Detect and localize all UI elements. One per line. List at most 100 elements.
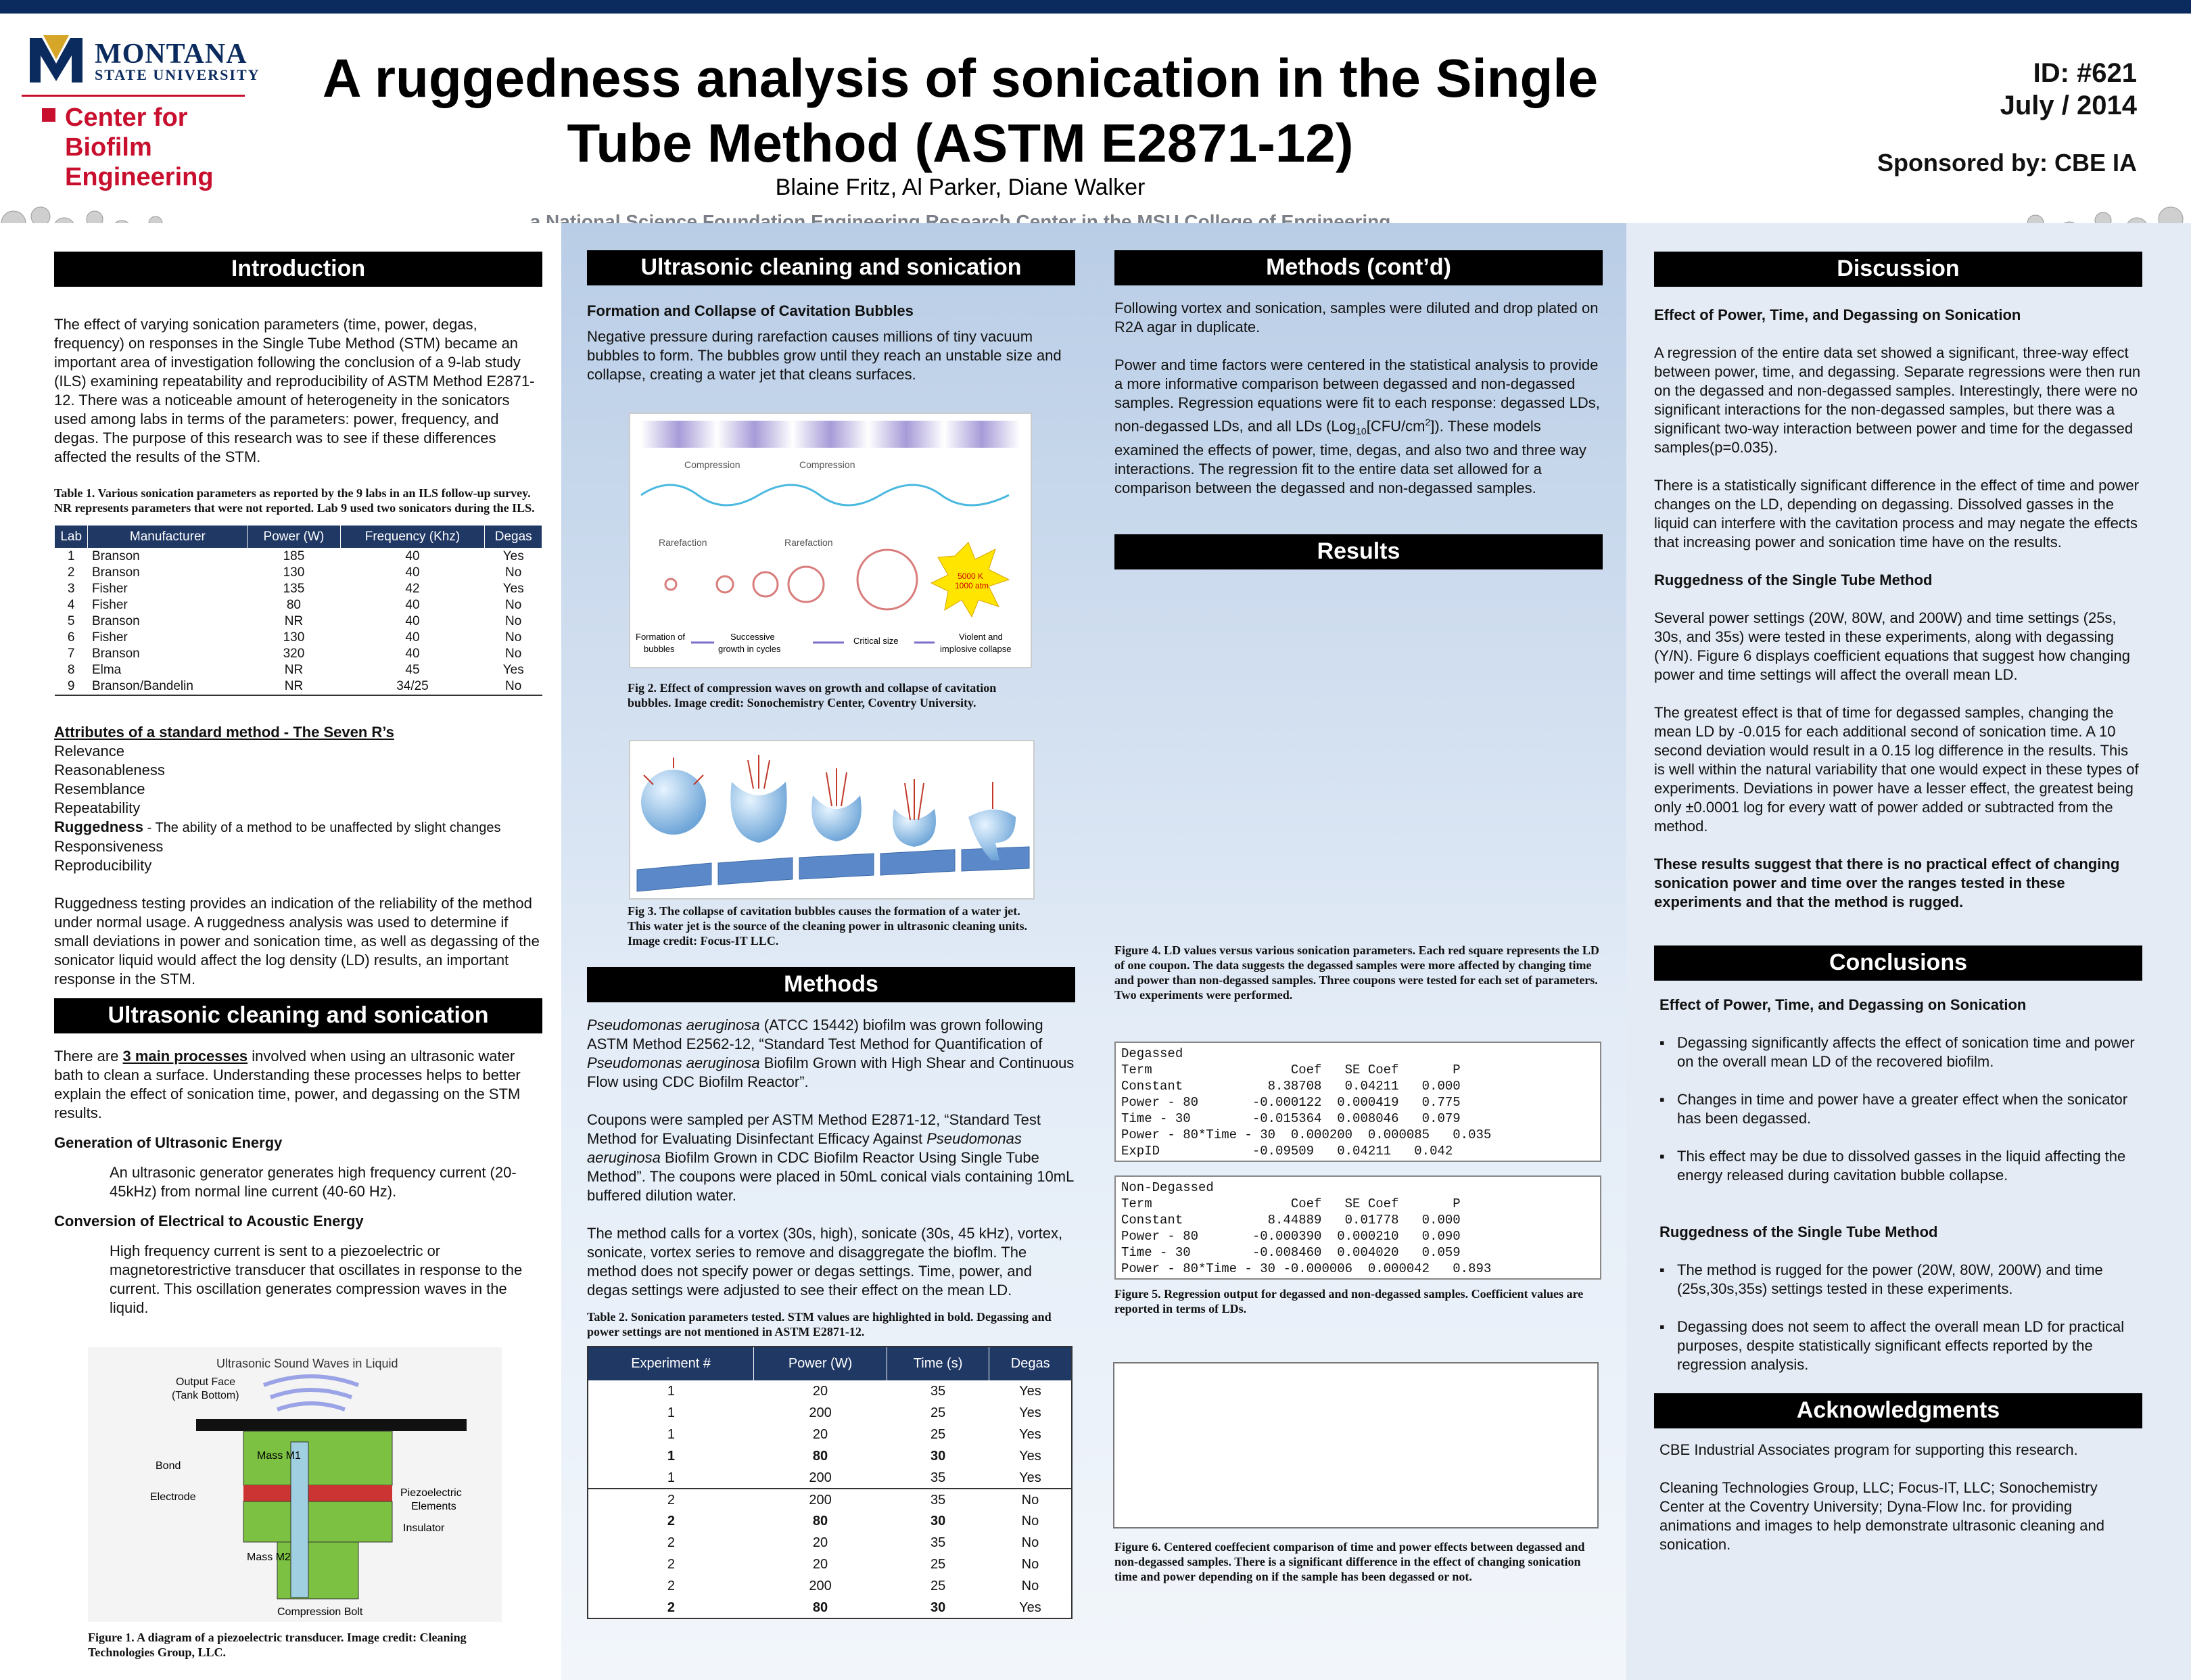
ruggedness-item: Ruggedness - The ability of a method to … xyxy=(54,818,542,837)
table-cell: No xyxy=(1021,1579,1039,1593)
table-cell: 80 xyxy=(812,1514,828,1529)
table1-header: Frequency (Khz) xyxy=(339,525,486,549)
poster-title: A ruggedness analysis of sonication in t… xyxy=(322,48,1599,173)
table-cell: 25 xyxy=(930,1405,946,1420)
seven-rs: Attributes of a standard method - The Se… xyxy=(54,723,542,875)
table-cell: Yes xyxy=(1019,1470,1041,1485)
conclusions-list-2: The method is rugged for the power (20W,… xyxy=(1654,1261,2142,1374)
poster-id: ID: #621 xyxy=(2033,58,2137,88)
table-cell: 1 xyxy=(667,1449,675,1464)
table-cell: 80 xyxy=(286,598,301,612)
table-cell: 2 xyxy=(67,565,75,580)
conclusion-item: The method is rugged for the power (20W,… xyxy=(1654,1261,2142,1299)
table-cell: 30 xyxy=(930,1600,946,1615)
fig2-compression-2: Compression xyxy=(799,459,855,470)
us1-text-emphasis: 3 main processes xyxy=(122,1048,248,1065)
discussion-p1: A regression of the entire data set show… xyxy=(1654,344,2141,456)
poster-date: July / 2014 xyxy=(2000,91,2137,120)
table-cell: 5 xyxy=(67,614,75,628)
table-cell: 40 xyxy=(405,598,420,612)
table-cell: 25 xyxy=(930,1557,946,1572)
column-3: Methods (cont’d) Following vortex and so… xyxy=(1114,250,1603,569)
fig1-output-face: Output Face(Tank Bottom) xyxy=(172,1376,239,1401)
fig1-title: Ultrasonic Sound Waves in Liquid xyxy=(216,1357,398,1370)
ack-p1: CBE Industrial Associates program for su… xyxy=(1659,1441,2078,1458)
conclusion-item: Degassing significantly affects the effe… xyxy=(1654,1033,2142,1071)
table1-caption: Table 1. Various sonication parameters a… xyxy=(54,486,535,515)
methods2-p2-a: Power and time factors were centered in … xyxy=(1114,356,1600,435)
ack-heading: Acknowledgments xyxy=(1654,1393,2142,1428)
column-4: Discussion Effect of Power, Time, and De… xyxy=(1654,252,2142,1554)
table-cell: 25 xyxy=(930,1579,946,1593)
figure-1-transducer: Ultrasonic Sound Waves in Liquid Output … xyxy=(88,1347,502,1622)
table-cell: NR xyxy=(284,614,304,628)
table-cell: 200 xyxy=(809,1579,832,1593)
poster-header: MONTANA STATE UNIVERSITY Center for Biof… xyxy=(0,14,2191,241)
methods-p2-b: Biofilm Grown in CDC Biofilm Reactor Usi… xyxy=(587,1149,1074,1204)
table-cell: Yes xyxy=(1019,1405,1041,1420)
methods2-heading: Methods (cont’d) xyxy=(1114,250,1603,285)
table2-header: Time (s) xyxy=(886,1346,990,1381)
table-cell: 40 xyxy=(405,614,420,628)
table-cell: 20 xyxy=(812,1535,828,1550)
figure-4-plot-area xyxy=(1114,588,1603,940)
us1-heading: Ultrasonic cleaning and sonication xyxy=(54,998,542,1033)
table-cell: 2 xyxy=(667,1579,675,1593)
table-cell: 20 xyxy=(812,1384,828,1399)
table1-header: Degas xyxy=(484,525,542,549)
table-cell: 6 xyxy=(67,630,75,645)
table-cell: No xyxy=(505,598,522,612)
transducer-diagram: Ultrasonic Sound Waves in Liquid Output … xyxy=(150,1357,467,1618)
figure-4-caption: Figure 4. LD values versus various sonic… xyxy=(1114,943,1599,1002)
methods-p3: The method calls for a vortex (30s, high… xyxy=(587,1225,1063,1299)
table-cell: 130 xyxy=(283,565,305,580)
table-cell: No xyxy=(505,630,522,645)
table-cell: 35 xyxy=(930,1470,946,1485)
table-cell: 2 xyxy=(667,1600,675,1615)
table-cell: 4 xyxy=(67,598,75,612)
table-cell: 2 xyxy=(667,1514,675,1529)
table-cell: Branson/Bandelin xyxy=(91,679,193,693)
methods-p1: Pseudomonas aeruginosa (ATCC 15442) biof… xyxy=(587,1016,1075,1092)
methods-p1-a: (ATCC 15442) biofilm was grown following… xyxy=(587,1017,1043,1052)
table2-header: Power (W) xyxy=(753,1346,887,1381)
methods-organism-3: Pseudomonas aeruginosa xyxy=(587,1130,1022,1166)
discussion-sub1: Effect of Power, Time, and Degassing on … xyxy=(1654,306,2021,323)
conclusions-list-1: Degassing significantly affects the effe… xyxy=(1654,1033,2142,1185)
seven-rs-title: Attributes of a standard method - The Se… xyxy=(54,724,394,741)
table-cell: 135 xyxy=(283,582,305,596)
methods-organism: Pseudomonas aeruginosa xyxy=(587,1017,760,1033)
methods-section: Methods Pseudomonas aeruginosa (ATCC 154… xyxy=(587,967,1075,1619)
us1-sub1-text: An ultrasonic generator generates high f… xyxy=(110,1164,517,1200)
msu-logo-icon xyxy=(30,35,83,83)
table-cell: 40 xyxy=(405,565,420,580)
table-cell: Branson xyxy=(91,549,140,563)
conclusion-item: Degassing does not seem to affect the ov… xyxy=(1654,1317,2142,1374)
methods2-sup: 2 xyxy=(1425,417,1431,427)
figure-6-plot-area xyxy=(1113,1362,1599,1529)
fig2-compression-1: Compression xyxy=(684,459,740,470)
table-cell: No xyxy=(1021,1557,1039,1572)
conclusions-sub2: Ruggedness of the Single Tube Method xyxy=(1659,1223,1938,1240)
seven-rs-item: Reproducibility xyxy=(54,857,152,874)
table-row: 2 200 25 No xyxy=(588,1575,1072,1597)
fig1-bolt: Compression Bolt xyxy=(277,1606,363,1618)
table-cell: 25 xyxy=(930,1427,946,1442)
regression-non-degassed: Non-Degassed Term Coef SE Coef P Constan… xyxy=(1114,1175,1601,1280)
methods2-p2-b: [CFU/cm xyxy=(1366,417,1426,435)
table-cell: No xyxy=(505,614,522,628)
table-cell: Elma xyxy=(91,663,122,677)
table-cell: 1 xyxy=(667,1384,675,1399)
